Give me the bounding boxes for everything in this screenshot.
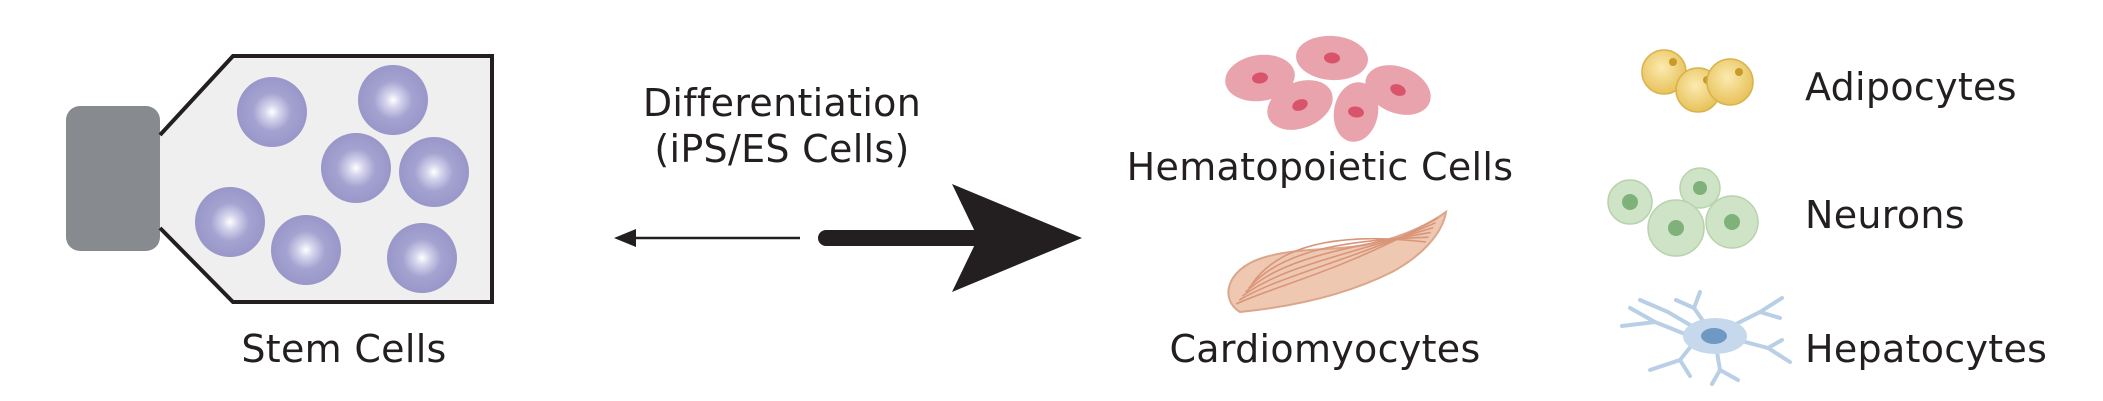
blood-cell <box>1225 54 1295 102</box>
flask-cap <box>66 106 160 251</box>
hepatocytes-label: Hepatocytes <box>1805 327 2048 371</box>
cardiomyocyte-icon <box>1227 209 1448 314</box>
blood-cell <box>1333 82 1379 142</box>
adipocyte <box>1706 58 1754 106</box>
blood-cell <box>1267 80 1333 130</box>
hematopoietic-cells-icon <box>1225 35 1431 142</box>
neuron-cell <box>1705 195 1759 249</box>
blood-cell <box>1365 65 1431 115</box>
stem-cell <box>358 65 428 135</box>
stem-cell <box>387 223 457 293</box>
hematopoietic-cells-label: Hematopoietic Cells <box>1126 145 1514 189</box>
blood-cell <box>1296 35 1368 81</box>
neurons-icon <box>1607 167 1759 257</box>
stem-cells-label: Stem Cells <box>241 327 447 371</box>
thick-arrow-icon <box>818 184 1082 292</box>
adipocytes-icon <box>1641 49 1754 113</box>
neuron-cell <box>1679 167 1721 209</box>
stem-cell <box>237 77 307 147</box>
neuron-cell <box>1647 199 1705 257</box>
stem-cell-cluster <box>195 65 469 293</box>
differentiation-label: Differentiation <box>642 81 922 125</box>
cardiomyocytes-label: Cardiomyocytes <box>1169 327 1481 371</box>
thin-arrow-icon <box>614 229 800 247</box>
stem-cell <box>195 187 265 257</box>
stem-cell <box>399 137 469 207</box>
stem-cell <box>321 133 391 203</box>
differentiation-sublabel: (iPS/ES Cells) <box>654 127 910 171</box>
hepatocytes-icon <box>1620 290 1792 386</box>
adipocytes-label: Adipocytes <box>1805 65 2017 109</box>
stem-cell <box>271 215 341 285</box>
neuron-cell <box>1607 179 1653 225</box>
neurons-label: Neurons <box>1805 193 1965 237</box>
